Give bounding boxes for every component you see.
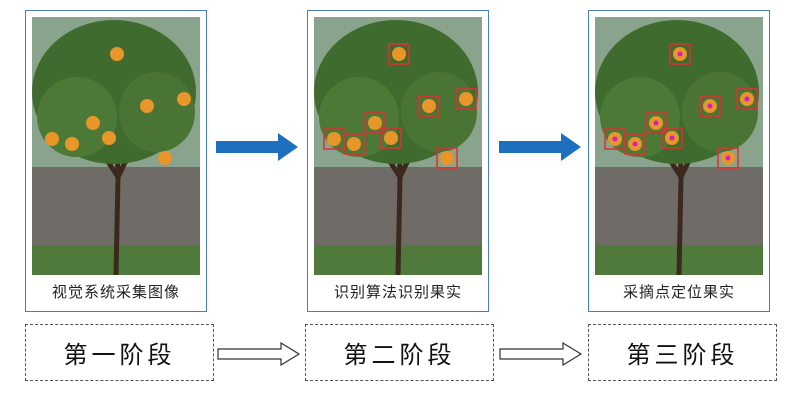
panel-caption: 视觉系统采集图像 <box>51 283 180 301</box>
orange-fruit <box>45 132 59 146</box>
detection-box <box>669 43 691 65</box>
blue-arrow-2 <box>499 133 581 161</box>
fruit-group <box>604 43 758 169</box>
detection-box <box>364 112 386 134</box>
panel-acquire: 视觉系统采集图像 <box>25 10 207 312</box>
orange-fruit <box>392 47 406 61</box>
detection-box <box>388 43 410 65</box>
detection-box <box>455 88 477 110</box>
detection-box <box>736 88 758 110</box>
orange-fruit <box>110 47 124 61</box>
orange-fruit <box>327 132 341 146</box>
panel-caption: 识别算法识别果实 <box>333 283 462 301</box>
tree-photo-detection <box>314 17 482 275</box>
picking-point <box>707 103 713 109</box>
picking-point <box>612 136 618 142</box>
detection-box <box>380 127 402 149</box>
orange-fruit <box>65 137 79 151</box>
picking-point <box>725 155 731 161</box>
fruit-group <box>45 47 191 165</box>
panel-recognize: 识别算法识别果实 <box>307 10 489 312</box>
detection-box <box>436 147 458 169</box>
detection-box <box>418 95 440 117</box>
picking-point <box>744 96 750 102</box>
orange-fruit <box>440 151 454 165</box>
detection-box <box>699 95 721 117</box>
panel-locate: 采摘点定位果实 <box>588 10 770 312</box>
tree-photo <box>32 17 200 275</box>
detection-box <box>343 133 365 155</box>
detection-box <box>717 147 739 169</box>
outline-arrow-1 <box>217 342 301 366</box>
blue-arrow-1 <box>216 133 298 161</box>
stage-box-1: 第一阶段 <box>25 324 214 381</box>
orange-fruit <box>177 92 191 106</box>
panel-caption: 采摘点定位果实 <box>622 283 735 301</box>
orange-fruit <box>422 99 436 113</box>
outline-arrow-2 <box>499 342 583 366</box>
picking-point <box>632 141 638 147</box>
orange-fruit <box>102 131 116 145</box>
picking-point <box>669 135 675 141</box>
orange-fruit <box>384 131 398 145</box>
tree-photo-picking-points <box>595 17 763 275</box>
orange-fruit <box>347 137 361 151</box>
picking-point <box>677 51 683 57</box>
detection-box <box>661 127 683 149</box>
fruit-group <box>323 43 477 169</box>
detection-box <box>624 133 646 155</box>
orange-fruit <box>158 151 172 165</box>
orange-fruit <box>459 92 473 106</box>
detection-box <box>645 112 667 134</box>
stage-box-2: 第二阶段 <box>305 324 494 381</box>
picking-point <box>653 120 659 126</box>
orange-fruit <box>140 99 154 113</box>
orange-fruit <box>368 116 382 130</box>
stage-box-3: 第三阶段 <box>588 324 777 381</box>
orange-fruit <box>86 116 100 130</box>
